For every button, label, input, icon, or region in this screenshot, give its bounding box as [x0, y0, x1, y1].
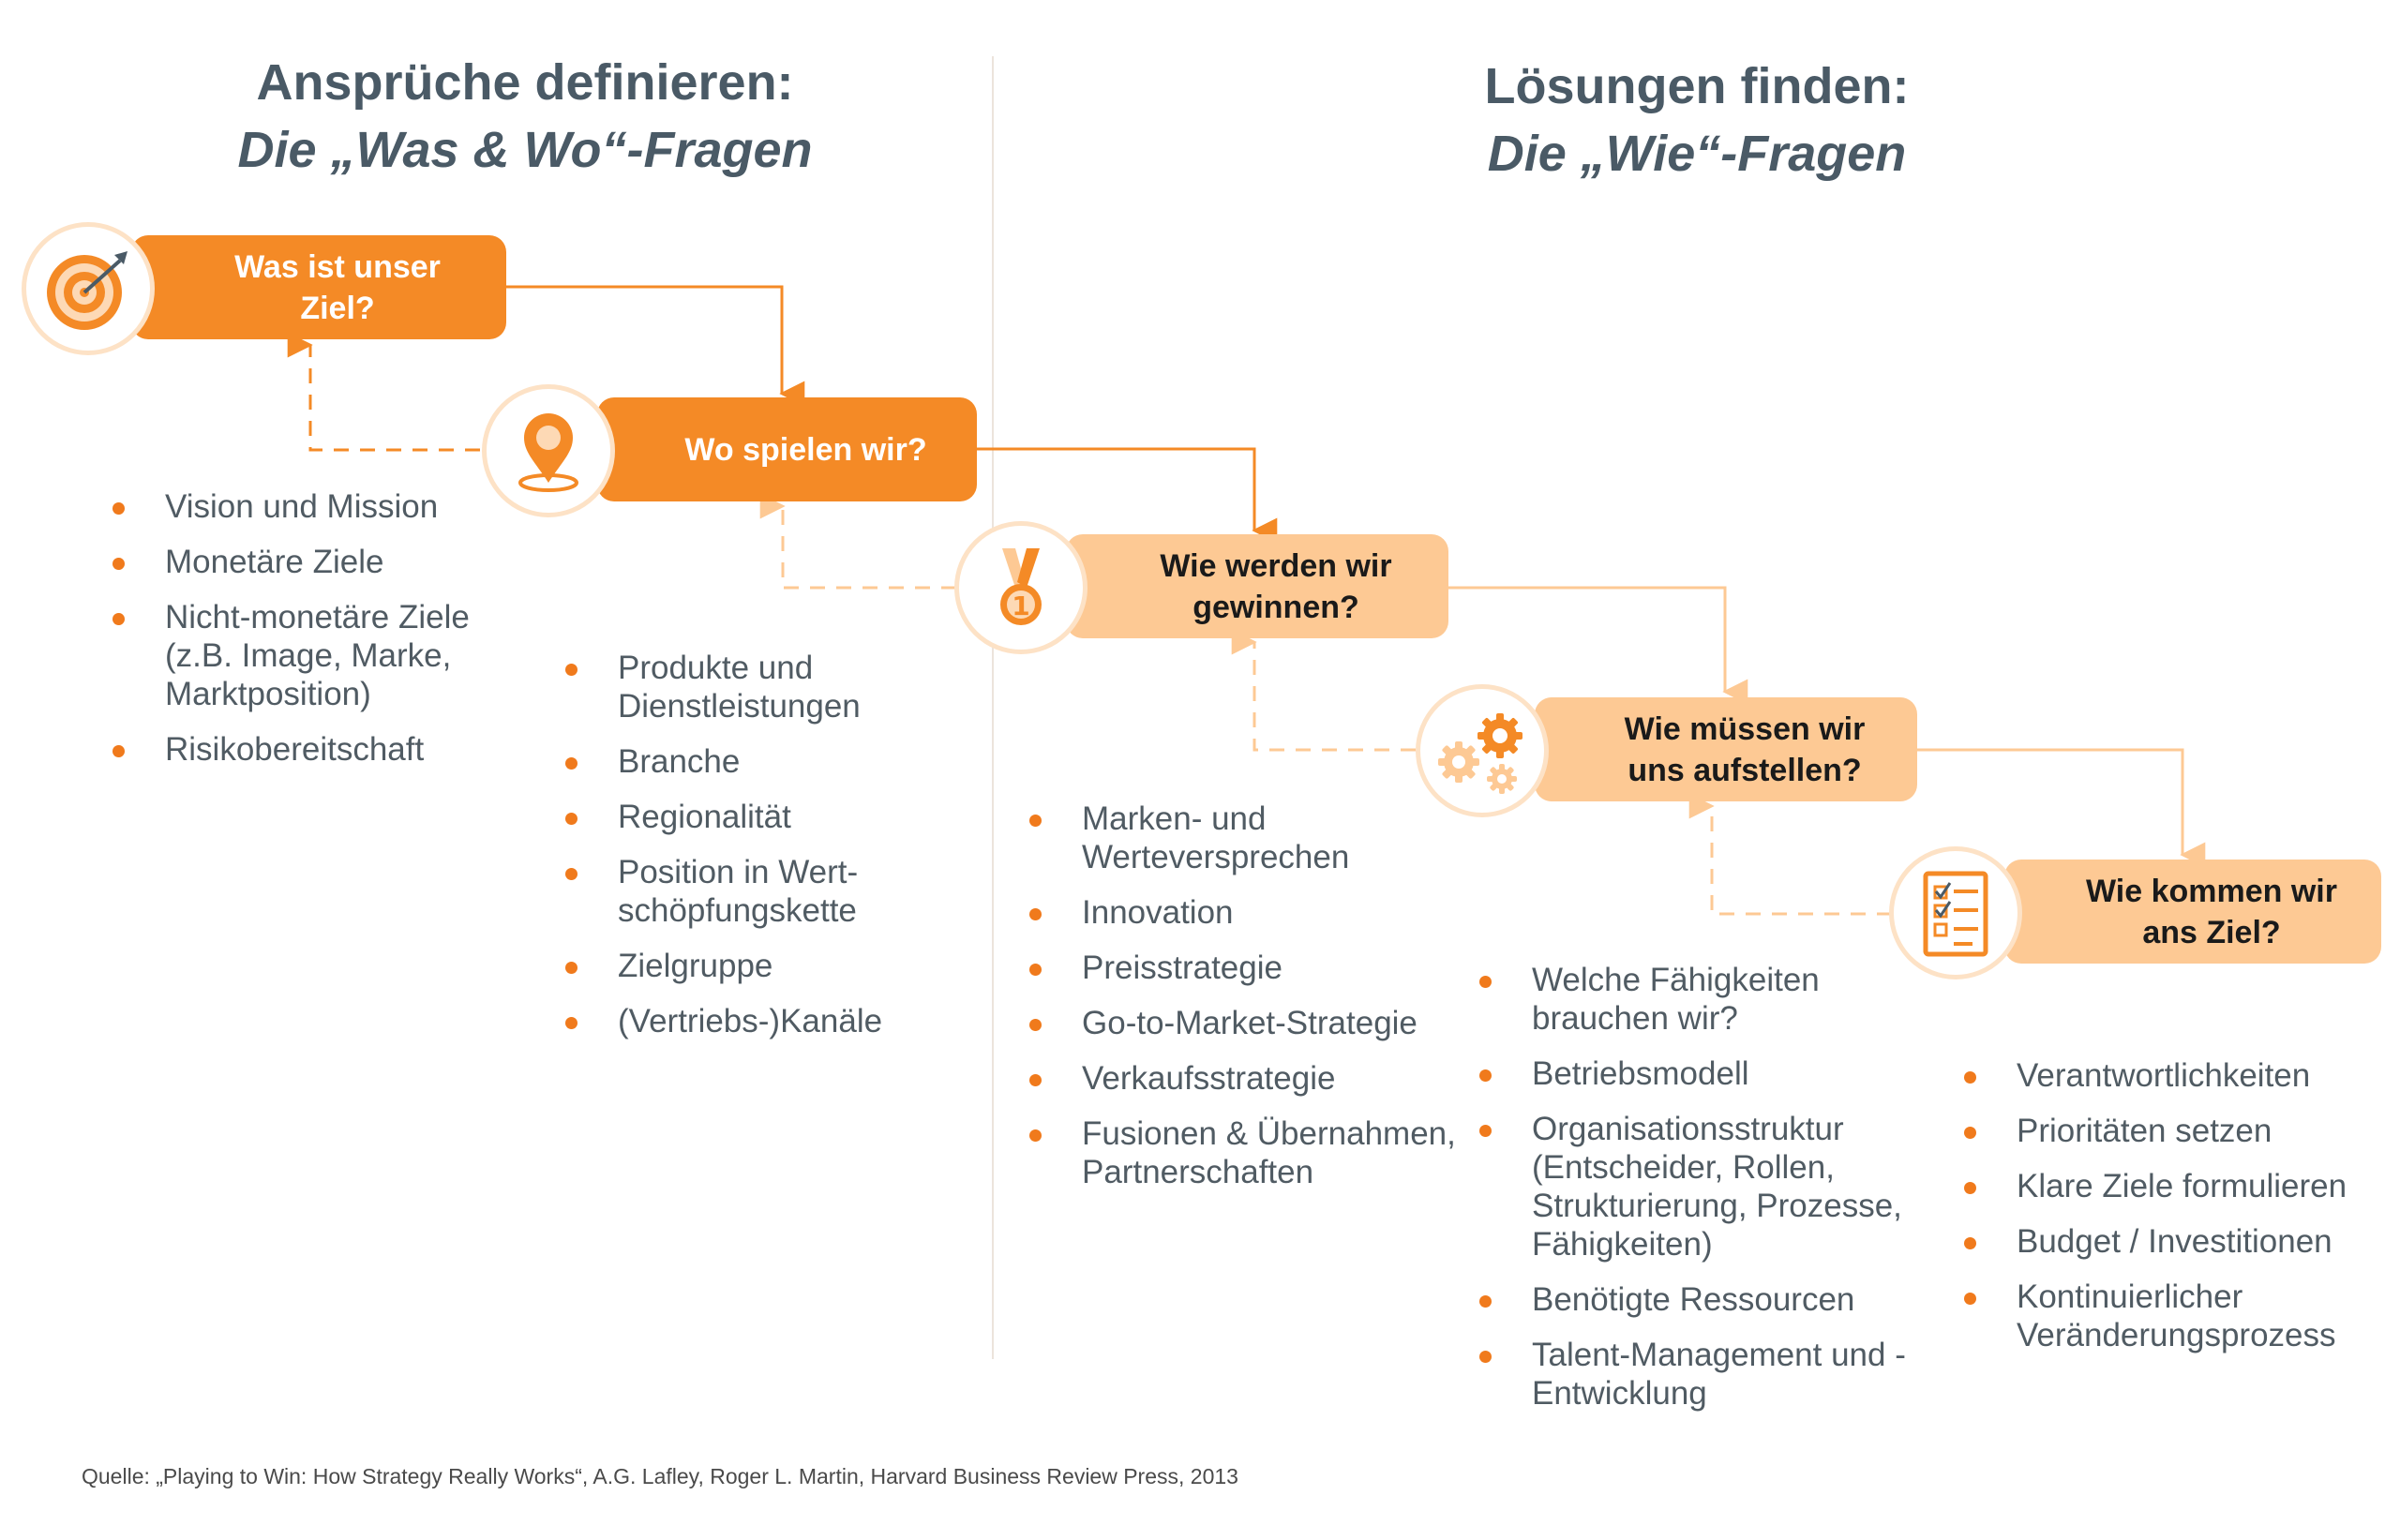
- step1-box: Was ist unser Ziel?: [131, 235, 506, 339]
- list-item: Organisationsstruktur (Entscheider, Roll…: [1478, 1110, 1918, 1263]
- step2-icon-circle: [482, 384, 615, 517]
- location-pin-icon: [518, 413, 578, 492]
- section-divider: [992, 56, 994, 1359]
- medal-icon: 1: [1000, 548, 1042, 625]
- right-header-title: Lösungen finden:: [1484, 58, 1910, 114]
- gears-icon: [1438, 713, 1522, 794]
- list-item: Position in Wert-schöpfungskette: [563, 853, 873, 930]
- list-item: Kontinuierlicher Veränderungsprozess: [1962, 1278, 2384, 1354]
- svg-text:1: 1: [1012, 591, 1029, 621]
- step1-question: Was ist unser Ziel?: [234, 248, 441, 326]
- left-header: Ansprüche definieren: Die „Was & Wo“-Fra…: [188, 49, 862, 184]
- list-item: Welche Fähigkeiten brauchen wir?: [1478, 961, 1918, 1038]
- list-item: (Vertriebs-)Kanäle: [563, 1002, 882, 1040]
- checklist-icon: [1923, 871, 1988, 957]
- step4-question: Wie müssen wir uns aufstellen?: [1624, 710, 1866, 788]
- list-item: Marken- und Werteversprechen: [1028, 800, 1468, 876]
- feedback-step5-to-step4: [1688, 793, 1892, 916]
- list-item: Go-to-Market-Strategie: [1028, 1004, 1468, 1042]
- step2-question: Wo spielen wir?: [684, 431, 927, 468]
- list-item: Benötigte Ressourcen: [1478, 1280, 1918, 1319]
- step3-bullets: Marken- und Werteversprechen Innovation …: [1028, 800, 1468, 1208]
- feedback-step4-to-step3: [1231, 629, 1416, 752]
- list-item: Innovation: [1028, 893, 1468, 932]
- step2-box: Wo spielen wir?: [597, 397, 977, 501]
- source-citation: Quelle: „Playing to Win: How Strategy Re…: [82, 1464, 1238, 1488]
- list-item: Regionalität: [563, 798, 873, 836]
- list-item: Klare Ziele formulieren: [1962, 1167, 2384, 1205]
- right-header-subtitle: Die „Wie“-Fragen: [1487, 126, 1907, 182]
- step2-bullets: Produkte und Dienstleistungen Branche Re…: [563, 649, 882, 1057]
- list-item: Produkte und Dienstleistungen: [563, 649, 873, 725]
- left-header-subtitle: Die „Was & Wo“-Fragen: [237, 122, 813, 178]
- step5-question: Wie kommen wir ans Ziel?: [2086, 873, 2337, 950]
- step4-bullets: Welche Fähigkeiten brauchen wir? Betrieb…: [1478, 961, 1918, 1429]
- step3-box: Wie werden wir gewinnen?: [1066, 534, 1448, 638]
- step5-box: Wie kommen wir ans Ziel?: [2004, 860, 2381, 964]
- left-header-title: Ansprüche definieren:: [256, 54, 794, 111]
- step1-bullets: Vision und Mission Monetäre Ziele Nicht-…: [111, 487, 504, 785]
- list-item: Nicht-monetäre Ziele (z.B. Image, Marke,…: [111, 598, 504, 713]
- step3-icon-circle: 1: [954, 521, 1088, 654]
- step4-box: Wie müssen wir uns aufstellen?: [1535, 697, 1917, 801]
- list-item: Vision und Mission: [111, 487, 504, 526]
- list-item: Talent-Management und -Entwicklung: [1478, 1336, 1918, 1413]
- feedback-step2-to-step1: [287, 332, 480, 452]
- list-item: Verantwortlichkeiten: [1962, 1056, 2384, 1095]
- step3-question: Wie werden wir gewinnen?: [1160, 547, 1392, 625]
- list-item: Betriebsmodell: [1478, 1054, 1918, 1093]
- arrow-step3-to-step4: [1448, 586, 1748, 705]
- list-item: Monetäre Ziele: [111, 543, 504, 581]
- list-item: Preisstrategie: [1028, 949, 1468, 987]
- list-item: Budget / Investitionen: [1962, 1222, 2384, 1261]
- list-item: Zielgruppe: [563, 947, 873, 985]
- step4-icon-circle: [1416, 684, 1549, 817]
- step5-icon-circle: [1889, 846, 2022, 979]
- right-header: Lösungen finden: Die „Wie“-Fragen: [1359, 52, 2034, 187]
- target-icon: [47, 251, 128, 330]
- list-item: Verkaufsstrategie: [1028, 1059, 1468, 1098]
- arrow-step2-to-step3: [977, 447, 1278, 544]
- list-item: Branche: [563, 742, 873, 781]
- list-item: Fusionen & Übernahmen, Partnerschaften: [1028, 1114, 1468, 1191]
- list-item: Prioritäten setzen: [1962, 1112, 2384, 1150]
- list-item: Risikobereitschaft: [111, 730, 504, 769]
- step1-icon-circle: [22, 222, 155, 355]
- feedback-step3-to-step2: [759, 493, 956, 590]
- arrow-step1-to-step2: [506, 285, 805, 407]
- arrow-step4-to-step5: [1917, 748, 2206, 868]
- step5-bullets: Verantwortlichkeiten Prioritäten setzen …: [1962, 1056, 2384, 1371]
